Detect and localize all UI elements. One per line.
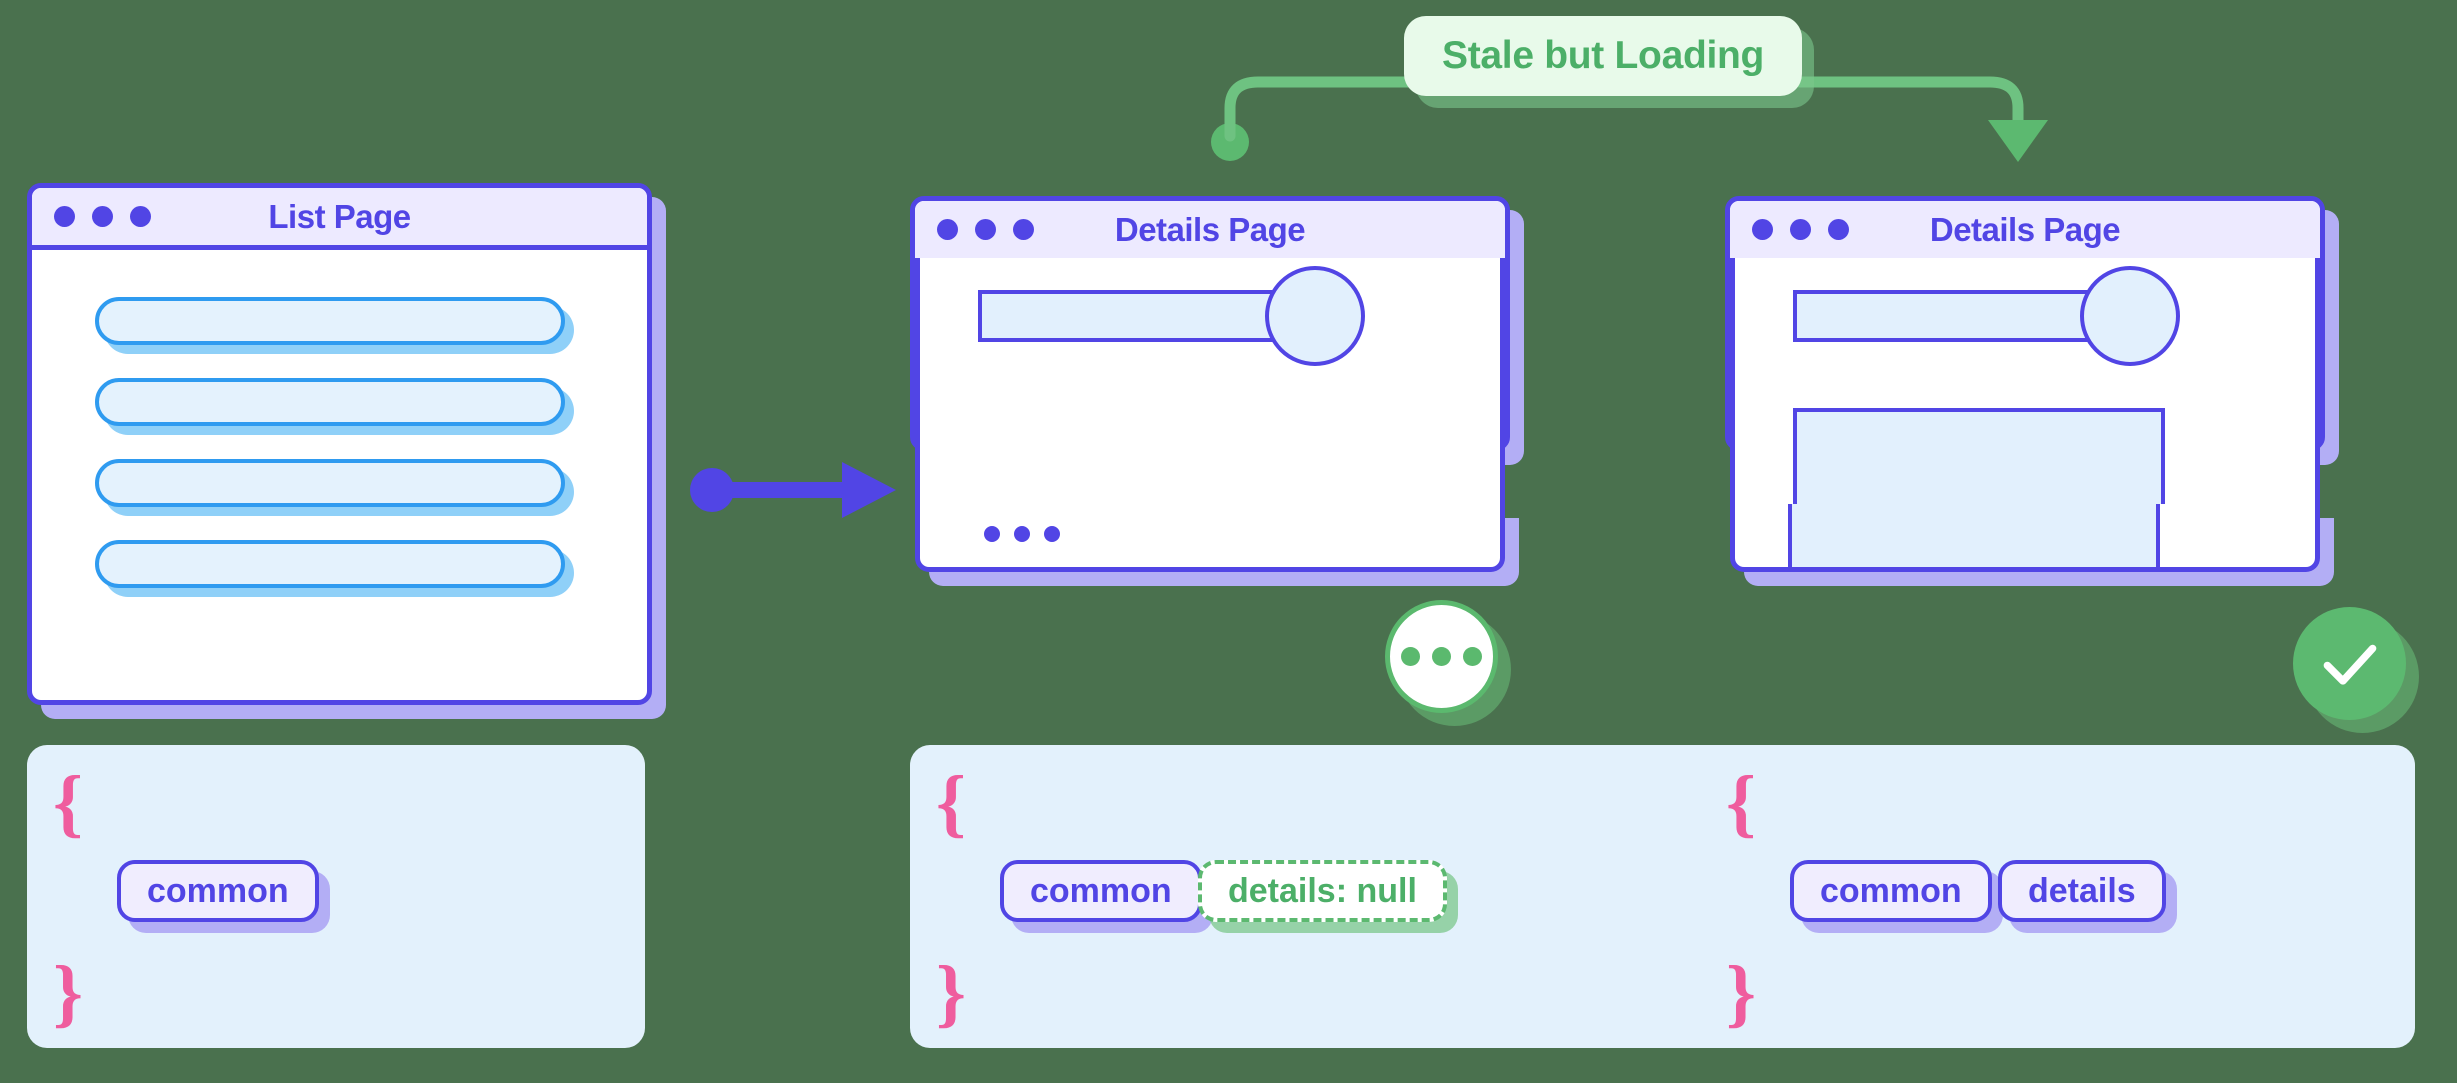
cache-chip-common[interactable]: common (1790, 860, 1992, 922)
window-body-details-page-loaded (1730, 258, 2320, 504)
stale-loading-arrow (1211, 76, 2048, 162)
traffic-light-icon[interactable] (975, 219, 996, 240)
badge-success-check (2293, 607, 2406, 720)
loading-dots-icon (984, 526, 1060, 542)
loading-dot-icon (1432, 647, 1451, 666)
cache-box-details: { common details: null } { common detail… (910, 745, 2415, 1048)
list-item[interactable] (95, 540, 565, 588)
close-brace: } (1726, 951, 1756, 1035)
cache-chip-details-null[interactable]: details: null (1198, 860, 1447, 922)
cache-box-list: { common } (27, 745, 645, 1048)
traffic-light-icon[interactable] (937, 219, 958, 240)
list-item[interactable] (95, 378, 565, 426)
list-item[interactable] (95, 297, 565, 345)
open-brace: { (53, 761, 83, 845)
content-block (1788, 504, 2160, 567)
skeleton-avatar (1265, 266, 1365, 366)
titlebar-details-page-loaded: Details Page (1730, 201, 2320, 263)
navigation-arrow-icon (690, 462, 896, 518)
open-brace: { (936, 761, 966, 845)
window-list-page[interactable]: List Page (27, 183, 652, 705)
badge-loading-dots (1385, 600, 1498, 713)
traffic-light-icon[interactable] (54, 206, 75, 227)
content-block (1793, 408, 2165, 504)
loading-dot-icon (1401, 647, 1420, 666)
traffic-light-icon[interactable] (92, 206, 113, 227)
skeleton-avatar (2080, 266, 2180, 366)
close-brace: } (53, 951, 83, 1035)
traffic-lights (937, 219, 1034, 240)
skeleton-title-bar (1793, 290, 2123, 342)
traffic-light-icon[interactable] (1752, 219, 1773, 240)
window-body-list-page (32, 250, 647, 700)
cache-chip-common[interactable]: common (117, 860, 319, 922)
traffic-light-icon[interactable] (1828, 219, 1849, 240)
close-brace: } (936, 951, 966, 1035)
titlebar-list-page: List Page (32, 188, 647, 250)
list-item[interactable] (95, 459, 565, 507)
window-body-details-page-loading (915, 258, 1505, 504)
cache-chip-details[interactable]: details (1998, 860, 2166, 922)
traffic-lights (54, 206, 151, 227)
traffic-light-icon[interactable] (1013, 219, 1034, 240)
loading-dot-icon (1463, 647, 1482, 666)
check-icon (2323, 644, 2376, 685)
traffic-light-icon[interactable] (1790, 219, 1811, 240)
traffic-lights (1752, 219, 1849, 240)
titlebar-details-page-loading: Details Page (915, 201, 1505, 263)
window-body-details-page-loading-lower (915, 504, 1505, 572)
traffic-light-icon[interactable] (130, 206, 151, 227)
open-brace: { (1726, 761, 1756, 845)
window-body-details-page-loaded-lower (1730, 504, 2320, 572)
cache-chip-common[interactable]: common (1000, 860, 1202, 922)
stale-loading-label: Stale but Loading (1404, 16, 1803, 96)
skeleton-title-bar (978, 290, 1308, 342)
